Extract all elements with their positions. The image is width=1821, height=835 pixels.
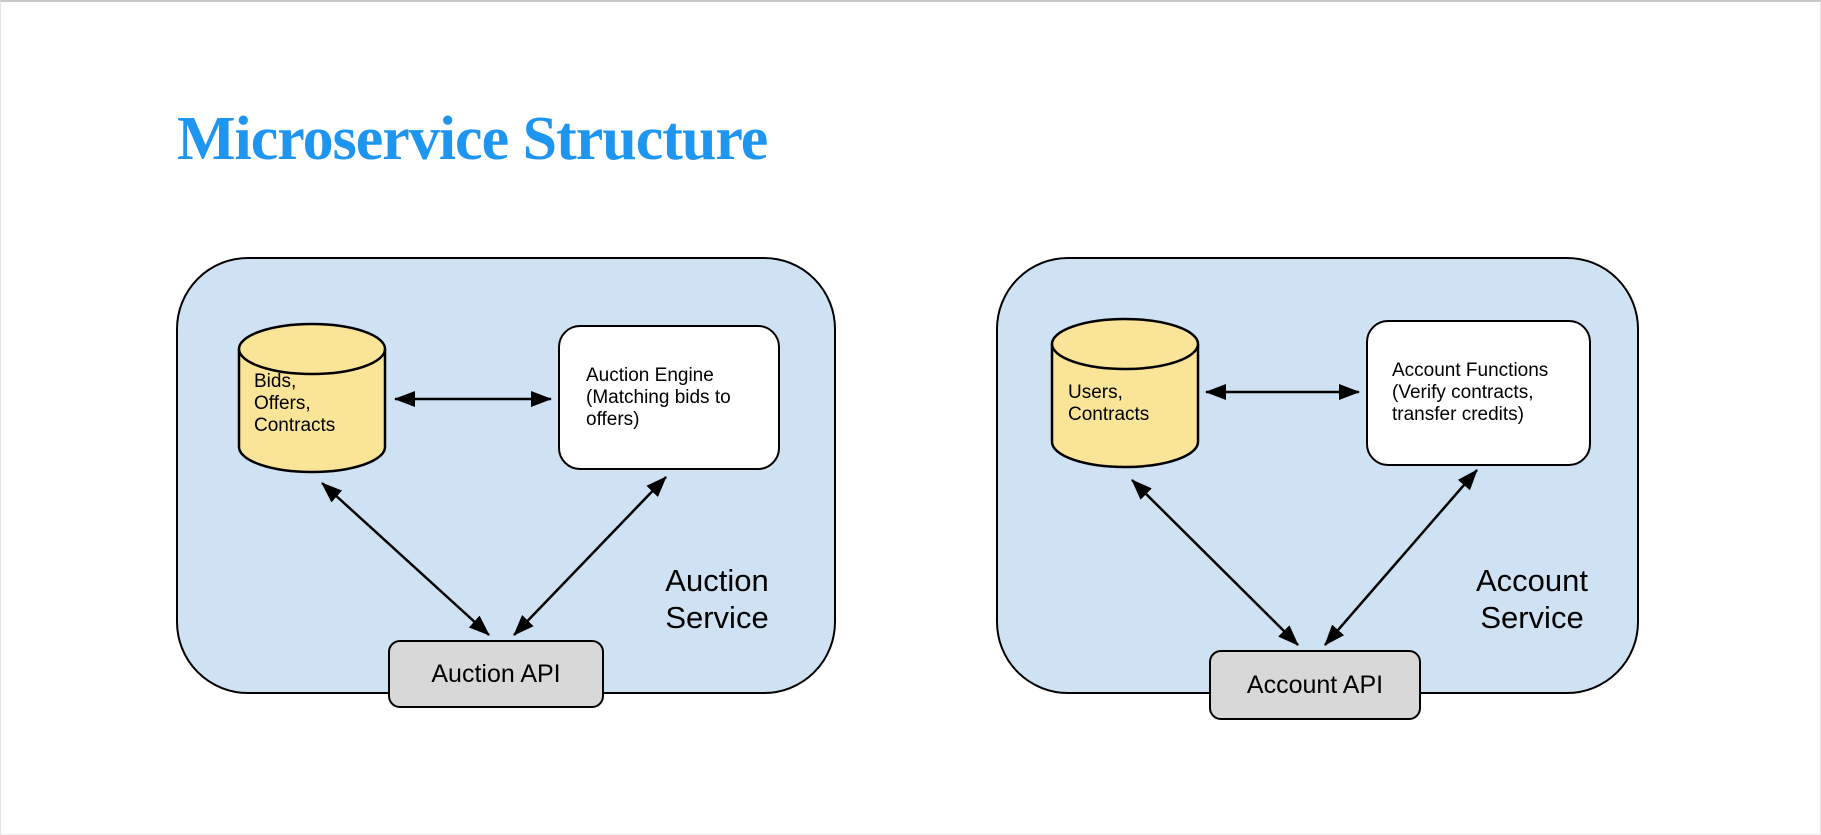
database-cylinder-icon [237,322,387,474]
account-functions-label: Account Functions (Verify contracts, tra… [1392,360,1549,425]
auction-engine-box: Auction Engine (Matching bids to offers) [558,325,780,470]
account-service-label: Account Service [1475,563,1588,635]
auction-api-label: Auction API [431,659,561,688]
auction-api-box: Auction API [388,640,604,708]
auction-database-cylinder [236,321,388,475]
account-database-cylinder [1049,316,1201,470]
account-api-label: Account API [1246,670,1384,699]
account-functions-box: Account Functions (Verify contracts, tra… [1366,320,1591,466]
account-database-label: Users, Contracts [1068,382,1150,425]
auction-engine-label: Auction Engine (Matching bids to offers) [586,364,731,430]
page-title: Microservice Structure [177,105,768,173]
database-cylinder-icon [1050,317,1200,469]
auction-database-label: Bids, Offers, Contracts [254,371,336,436]
account-api-box: Account API [1209,650,1421,720]
auction-service-label: Auction Service [665,563,769,635]
